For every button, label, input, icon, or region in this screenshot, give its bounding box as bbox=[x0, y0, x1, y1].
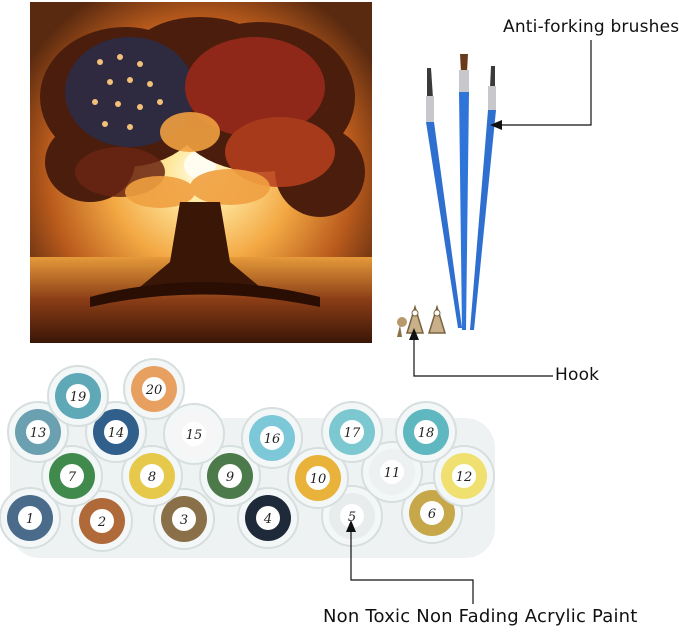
paint-pot-number: 4 bbox=[263, 512, 272, 527]
paint-pot-number: 16 bbox=[264, 432, 281, 447]
paint-pot-number: 8 bbox=[148, 470, 156, 485]
brushes-illustration bbox=[426, 54, 496, 330]
paint-pot-number: 17 bbox=[344, 426, 361, 441]
paint-callout-line bbox=[346, 520, 474, 604]
paint-pot-8: 8 bbox=[121, 445, 183, 507]
paint-pot-3: 3 bbox=[153, 488, 215, 550]
paint-pot-number: 13 bbox=[30, 426, 47, 441]
paint-pot-14: 14 bbox=[85, 401, 147, 463]
paint-pot-number: 9 bbox=[226, 470, 234, 485]
paint-pot-number: 2 bbox=[97, 515, 106, 530]
paint-pot-number: 5 bbox=[348, 510, 356, 525]
paint-pot-16: 16 bbox=[241, 407, 303, 469]
paint-pot-label-disc bbox=[142, 377, 166, 401]
paint-pot-label-disc bbox=[90, 509, 114, 533]
paint-pot-18: 18 bbox=[395, 401, 457, 463]
paint-pot-label-disc bbox=[172, 507, 196, 531]
paint-pot-4: 4 bbox=[237, 487, 299, 549]
paint-pot-11: 11 bbox=[361, 441, 423, 503]
brushes-callout-line bbox=[490, 40, 592, 130]
paint-pot-label-disc bbox=[60, 464, 84, 488]
paint-pot-7: 7 bbox=[41, 445, 103, 507]
paint-pot-19: 19 bbox=[47, 365, 109, 427]
paint-pot-label-disc bbox=[420, 501, 444, 525]
paint-pot-20: 20 bbox=[123, 358, 185, 420]
paint-pot-label-disc bbox=[66, 384, 90, 408]
paint-pot-label-disc bbox=[340, 504, 364, 528]
paint-pot-number: 6 bbox=[428, 507, 436, 522]
brush-left bbox=[426, 68, 462, 328]
tree-painting bbox=[30, 2, 372, 343]
paint-pot-17: 17 bbox=[321, 401, 383, 463]
paint-pot-number: 19 bbox=[70, 390, 87, 405]
paint-pot-label-disc bbox=[218, 464, 242, 488]
paint-pot-label-disc bbox=[414, 420, 438, 444]
paint-pot-number: 11 bbox=[384, 466, 401, 481]
paint-pot-2: 2 bbox=[71, 490, 133, 552]
paint-label: Non Toxic Non Fading Acrylic Paint bbox=[323, 606, 638, 627]
paint-pot-number: 18 bbox=[418, 426, 435, 441]
paint-pot-9: 9 bbox=[199, 445, 261, 507]
paint-pot-label-disc bbox=[340, 420, 364, 444]
paint-pot-number: 1 bbox=[26, 512, 34, 527]
brush-right bbox=[470, 66, 496, 330]
paint-pot-1: 1 bbox=[0, 487, 61, 549]
paint-pot-number: 12 bbox=[456, 470, 473, 485]
paint-pot-number: 14 bbox=[108, 426, 125, 441]
hook-label: Hook bbox=[555, 365, 600, 385]
tree-painting-image bbox=[30, 2, 372, 343]
paint-pot-13: 13 bbox=[7, 401, 69, 463]
paint-pot-label-disc bbox=[140, 464, 164, 488]
paint-pot-12: 12 bbox=[433, 445, 495, 507]
paint-pot-number: 3 bbox=[180, 513, 188, 528]
paint-pot-label-disc bbox=[306, 466, 330, 490]
hook-hardware bbox=[397, 304, 447, 337]
paint-pot-number: 15 bbox=[186, 428, 203, 443]
paint-pot-label-disc bbox=[104, 420, 128, 444]
brushes-label: Anti-forking brushes bbox=[503, 17, 679, 37]
hook-callout-line bbox=[409, 328, 553, 377]
paint-pot-label-disc bbox=[182, 422, 206, 446]
paint-pot-10: 10 bbox=[287, 447, 349, 509]
paint-pot-number: 7 bbox=[68, 470, 77, 485]
paint-pot-label-disc bbox=[18, 506, 42, 530]
paint-pot-number: 20 bbox=[145, 383, 163, 398]
paint-pot-label-disc bbox=[256, 506, 280, 530]
paint-pot-15: 15 bbox=[163, 403, 225, 465]
paint-pot-label-disc bbox=[380, 460, 404, 484]
paint-pot-label-disc bbox=[260, 426, 284, 450]
paint-pot-label-disc bbox=[452, 464, 476, 488]
brush-middle bbox=[459, 54, 469, 330]
paint-pot-number: 10 bbox=[310, 472, 327, 487]
paint-pot-label-disc bbox=[26, 420, 50, 444]
